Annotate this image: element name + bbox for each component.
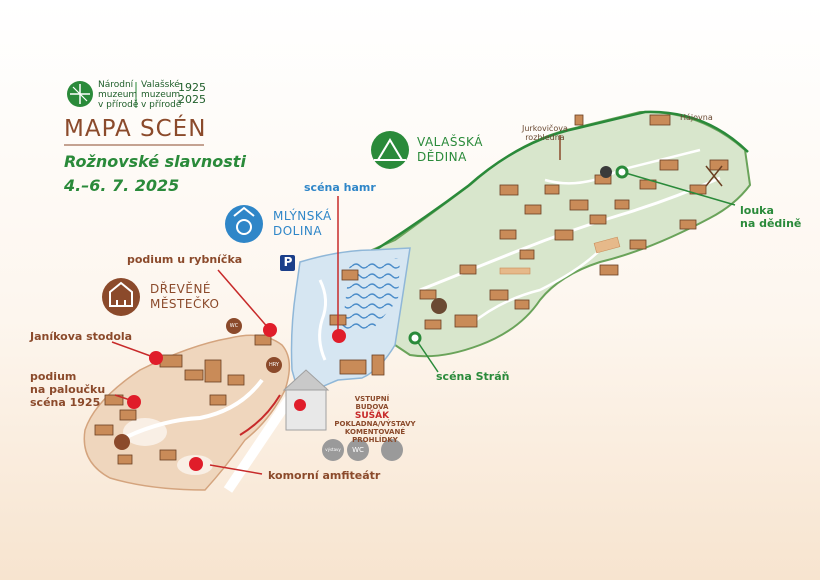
logo-years: 1925 2025 <box>178 82 206 106</box>
logo-year: 2025 <box>178 93 206 106</box>
exhibitions-label: výstavy <box>325 447 341 452</box>
fields <box>499 236 621 275</box>
entrance-wc-label: WC <box>352 446 364 454</box>
games-label: HRY <box>269 362 279 368</box>
stage-palouk-line: na paloučku <box>30 383 106 396</box>
windmill-icon <box>705 165 723 187</box>
page-subtitle: Rožnovské slavnosti <box>64 152 246 171</box>
valasska-border <box>371 110 749 254</box>
zone-valasska-dedina: VALAŠSKÁ DĚDINA <box>417 135 483 165</box>
rozhledna-label: Jurkovičova rozhledna <box>522 124 568 142</box>
label-pointers-green <box>414 171 736 373</box>
entrance-name: SUŠÁK <box>354 411 390 421</box>
rozhledna-line: Jurkovičova <box>522 124 568 133</box>
rozhledna-line: rozhledna <box>525 133 565 142</box>
zone-line: MĚSTEČKO <box>150 297 220 311</box>
logo-wallachian: Valašské muzeum v přírodě <box>141 80 181 110</box>
stage-louka-label: louka na dědině <box>740 204 801 230</box>
mill-wheel-icon <box>225 205 263 243</box>
town-square <box>123 418 167 446</box>
logo-line: Valašské <box>141 80 180 90</box>
logo-year: 1925 <box>178 81 206 94</box>
zone-mlynska-dolina: MLÝNSKÁ DOLINA <box>273 209 332 239</box>
stage-palouk-line: scéna 1925 <box>30 396 101 409</box>
museum-logo-icon <box>67 81 93 107</box>
stage-louka-line: louka <box>740 204 774 217</box>
stage-amfiteatr-label: komorní amfiteátr <box>268 469 381 482</box>
exhibitions-icon <box>322 439 344 461</box>
zone-drevene-mestecko: DŘEVĚNÉ MĚSTEČKO <box>150 282 220 312</box>
entrance-road <box>223 392 297 493</box>
stage-palouk-label: podium na paloučku scéna 1925 <box>30 370 105 409</box>
logo-national: Národní muzeum v přírodě <box>98 80 138 110</box>
village-path <box>469 249 601 326</box>
logo-line: muzeum <box>141 90 181 100</box>
parking-sign <box>280 255 295 271</box>
stage-louka-line: na dědině <box>740 217 802 230</box>
label-pointers <box>111 196 339 475</box>
village-houses <box>419 114 729 330</box>
town-house-icon <box>102 278 140 316</box>
logo-line: Národní <box>98 80 134 90</box>
page-title: MAPA SCÉN <box>64 116 207 142</box>
logo-line: v přírodě <box>141 100 182 110</box>
parking-label: P <box>283 255 293 269</box>
entrance-arrow <box>239 394 281 436</box>
village-tent-icon <box>371 131 409 169</box>
stage-stran-label: scéna Stráň <box>436 370 510 383</box>
hajovna-label: Hájovna <box>680 113 713 122</box>
logo-line: v přírodě <box>98 100 139 110</box>
entrance-info: VSTUPNÍ BUDOVA SUŠÁK <box>342 395 402 421</box>
green-stage-markers <box>408 165 629 345</box>
logo-line: muzeum <box>98 90 138 100</box>
event-dates: 4.–6. 7. 2025 <box>64 176 180 195</box>
wc-label: WC <box>229 323 239 329</box>
games-icon <box>266 357 282 373</box>
stage-stodola-label: Janíkova stodola <box>30 330 133 343</box>
stage-markers <box>127 323 346 471</box>
zone-line: DOLINA <box>273 224 323 238</box>
valley-path <box>318 279 327 361</box>
entrance-line: POKLADNA/VÝSTAVY <box>334 420 416 428</box>
stage-palouk-line: podium <box>30 370 77 383</box>
stage-hamr-label: scéna hamr <box>304 181 376 194</box>
stage-rybnicek-label: podium u rybníčka <box>127 253 243 266</box>
entrance-line: KOMENTOVANÉ PROHLÍDKY <box>344 428 406 444</box>
zone-line: MLÝNSKÁ <box>273 209 332 223</box>
zone-line: DĚDINA <box>417 150 467 164</box>
zone-line: DŘEVĚNÉ <box>150 282 212 296</box>
town-houses <box>94 334 272 465</box>
cafe-icon <box>381 439 403 461</box>
zone-line: VALAŠSKÁ <box>417 135 483 149</box>
wc-icon <box>114 298 447 461</box>
entrance-services: POKLADNA/VÝSTAVY KOMENTOVANÉ PROHLÍDKY <box>332 420 418 444</box>
entrance-line: VSTUPNÍ BUDOVA <box>354 395 390 411</box>
susak-roof <box>282 369 330 391</box>
susak-building <box>285 387 327 431</box>
restaurant-icon <box>600 166 612 178</box>
